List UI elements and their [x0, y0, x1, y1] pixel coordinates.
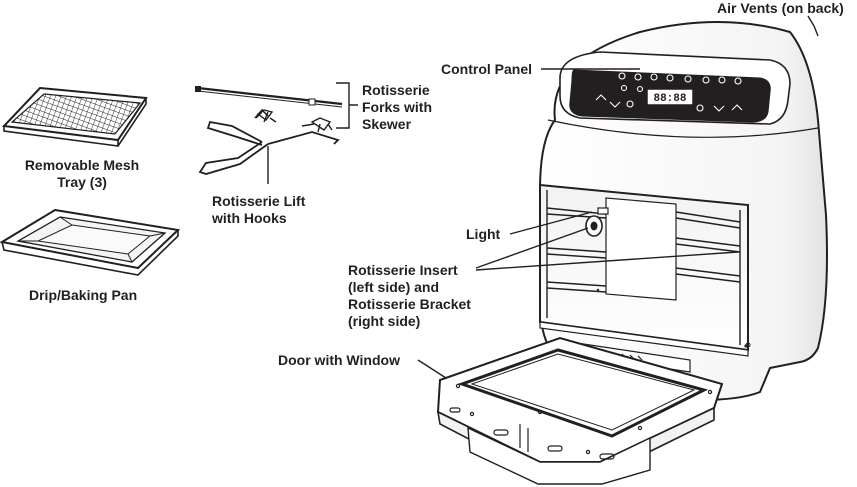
air-vents-leader [807, 15, 815, 27]
insert-leader [475, 227, 589, 269]
door-leader [417, 359, 447, 379]
rotisserie-skewer [195, 86, 343, 133]
label-rotisserie-forks-line3: Skewer [362, 116, 412, 132]
label-mesh-tray-line2: Tray (3) [57, 174, 107, 190]
label-rotisserie-forks-line2: Forks with [362, 99, 433, 115]
label-rotisserie-forks-line1: Rotisserie [362, 82, 430, 98]
label-drip-pan: Drip/Baking Pan [29, 287, 138, 303]
panel-display [647, 89, 693, 105]
drip-pan [0, 208, 181, 276]
light-leader [509, 211, 593, 235]
label-rotisserie-lift: Rotisserie Lift with Hooks [212, 193, 305, 227]
label-insert-bracket-line2: (left side) and [348, 279, 440, 295]
label-insert-bracket-line4: (right side) [348, 313, 421, 329]
label-door: Door with Window [278, 352, 400, 368]
label-insert-bracket-line3: Rotisserie Bracket [348, 296, 471, 312]
label-mesh-tray-line1: Removable Mesh [24, 157, 140, 173]
label-mesh-tray: Removable Mesh Tray (3) [20, 157, 144, 191]
mesh-tray [1, 86, 148, 147]
forks-bracket [336, 82, 358, 129]
door [436, 336, 724, 485]
rotisserie-lift [198, 108, 340, 175]
air-fryer-body: 88:88 [539, 21, 828, 401]
label-rotisserie-lift-line1: Rotisserie Lift [212, 193, 306, 209]
leader-lines [417, 15, 819, 379]
label-insert-bracket-line1: Rotisserie Insert [348, 262, 458, 278]
label-insert-bracket: Rotisserie Insert (left side) and Rotiss… [348, 262, 471, 330]
label-rotisserie-forks: Rotisserie Forks with Skewer [362, 82, 432, 133]
bracket-leader [475, 251, 739, 271]
label-light: Light [466, 226, 501, 242]
display-digits: 88:88 [653, 93, 686, 105]
label-air-vents: Air Vents (on back) [717, 0, 844, 16]
label-control-panel: Control Panel [441, 61, 533, 77]
label-rotisserie-lift-line2: with Hooks [212, 210, 287, 226]
